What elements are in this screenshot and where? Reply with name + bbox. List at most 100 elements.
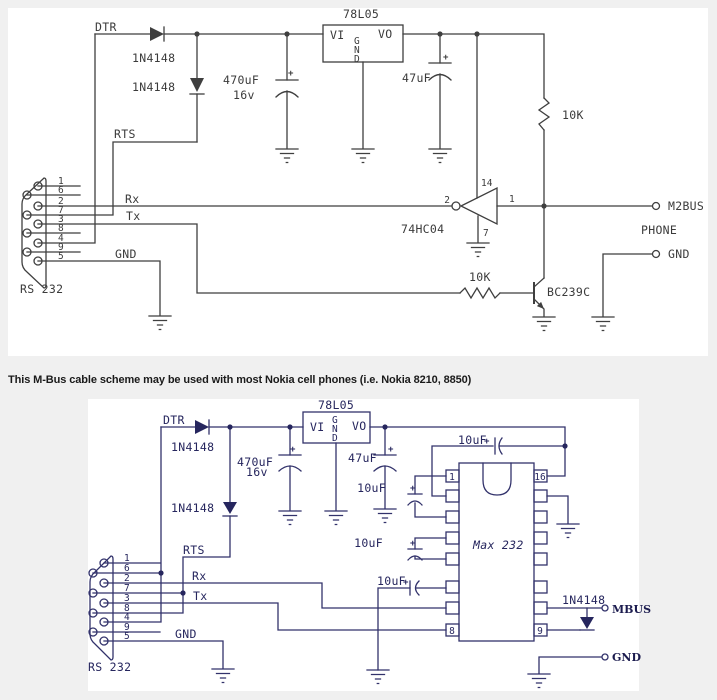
diode-1n4148-dtr	[150, 26, 165, 42]
resistor-10k-base	[459, 286, 501, 300]
diode-1n4148-rts-bottom	[222, 502, 238, 517]
capacitor-10uf-c3	[494, 437, 503, 455]
label-vo: VO	[378, 27, 392, 41]
label-n: N	[332, 424, 338, 435]
inv-pin-2: 2	[444, 195, 450, 206]
label-mbus: MBUS	[612, 603, 651, 616]
label-gnd: GND	[175, 627, 197, 641]
label-cap-47uf: 47uF	[348, 451, 377, 465]
label-rx: Rx	[125, 192, 139, 206]
pin-label: 3	[124, 593, 130, 604]
inv-pin-1: 1	[509, 194, 515, 205]
rs232-connector-bottom	[88, 555, 114, 661]
pin-label: 4	[58, 233, 64, 244]
label-tx: Tx	[193, 589, 207, 603]
gnd-terminal-circle	[601, 653, 609, 661]
pin-label: 5	[124, 631, 130, 642]
bottom-wires	[92, 426, 603, 674]
cap-plus-sign: +	[410, 484, 416, 494]
capacitor-470uf-bottom	[278, 454, 302, 472]
cap-plus-sign: +	[410, 539, 416, 549]
bottom-schematic-panel	[88, 399, 639, 691]
pin-label: 2	[58, 196, 64, 207]
max232-ic	[445, 462, 548, 642]
capacitor-47uf	[428, 62, 452, 81]
label-n: N	[354, 45, 360, 56]
pin-label: 3	[58, 214, 64, 225]
label-g: G	[332, 415, 338, 426]
regulator-78l05-box	[322, 24, 404, 63]
label-cap-c4: 10uF	[377, 574, 406, 588]
label-max232: Max 232	[472, 538, 524, 552]
inv-pin-14: 14	[481, 178, 493, 189]
top-wires	[26, 33, 653, 317]
pin-label: 4	[124, 612, 130, 623]
ic-pin-8: 8	[449, 626, 455, 637]
label-bc239c: BC239C	[547, 285, 590, 299]
label-rts: RTS	[183, 543, 205, 557]
pin-label: 2	[124, 573, 130, 584]
rs232-connector	[21, 177, 47, 289]
pin-label: 9	[124, 622, 130, 633]
label-pullup-10k: 10K	[562, 108, 584, 122]
transistor-bc239c	[533, 277, 545, 317]
top-labels: DTR 1N4148 1N4148 470uF 16v + 78L05 VI G…	[20, 7, 704, 299]
label-base-10k: 10K	[469, 270, 491, 284]
label-vo: VO	[352, 419, 366, 433]
label-dtr: DTR	[163, 413, 185, 427]
pin-label: 5	[58, 251, 64, 262]
label-vi: VI	[310, 420, 324, 434]
pin-label: 8	[124, 603, 130, 614]
inv-pin-7: 7	[483, 228, 489, 239]
label-rs232: RS 232	[20, 282, 63, 296]
pin-label: 1	[124, 553, 130, 564]
label-diode1: 1N4148	[171, 440, 214, 454]
label-diode1: 1N4148	[132, 51, 175, 65]
top-schematic: DTR 1N4148 1N4148 470uF 16v + 78L05 VI G…	[20, 7, 704, 332]
label-d: D	[332, 433, 338, 444]
capacitor-10uf-c2	[407, 548, 423, 561]
capacitor-10uf-c4	[409, 580, 420, 596]
cap-plus-sign: +	[288, 69, 294, 79]
capacitor-10uf-c1	[407, 493, 423, 506]
label-d: D	[354, 54, 360, 65]
label-gnd: GND	[115, 247, 137, 261]
ic-pin-9: 9	[537, 626, 543, 637]
caption-text: This M-Bus cable scheme may be used with…	[8, 374, 472, 386]
ic-pin-16: 16	[534, 472, 546, 483]
label-dtr: DTR	[95, 20, 117, 34]
label-74hc04: 74HC04	[401, 222, 444, 236]
label-diode2: 1N4148	[132, 80, 175, 94]
ic-pin-1: 1	[449, 472, 455, 483]
pin-label: 8	[58, 223, 64, 234]
label-cap-470uf: 470uF	[223, 73, 259, 87]
capacitor-47uf-bottom	[373, 454, 397, 472]
label-tx: Tx	[126, 209, 140, 223]
label-g: G	[354, 36, 360, 47]
bottom-schematic: DTR 1N4148 470uF 16v + 78L05 VI G N D VO…	[88, 398, 651, 689]
label-m2bus: M2BUS	[668, 199, 704, 213]
pin-label: 7	[124, 583, 130, 594]
pin-label: 6	[124, 563, 130, 574]
label-vi: VI	[330, 28, 344, 42]
label-regulator: 78L05	[343, 7, 379, 21]
label-cap-c2: 10uF	[354, 536, 383, 550]
diode-1n4148-dtr-bottom	[195, 419, 210, 435]
label-diode3: 1N4148	[562, 593, 605, 607]
diode-1n4148-mbus	[579, 617, 595, 631]
diode-1n4148-rts	[189, 78, 205, 95]
label-cap-47uf: 47uF	[402, 71, 431, 85]
pin-label: 1	[58, 176, 64, 187]
label-diode2: 1N4148	[171, 501, 214, 515]
cap-plus-sign: +	[484, 437, 490, 447]
resistor-10k-pullup	[537, 97, 551, 131]
mbus-terminal-circle	[601, 604, 609, 612]
label-regulator: 78L05	[318, 398, 354, 412]
label-cap-c3: 10uF	[458, 433, 487, 447]
cap-plus-sign: +	[443, 53, 449, 63]
bottom-junction-dots	[158, 424, 568, 596]
label-cap-470uf: 470uF	[237, 455, 273, 469]
pin-label: 7	[58, 205, 64, 216]
